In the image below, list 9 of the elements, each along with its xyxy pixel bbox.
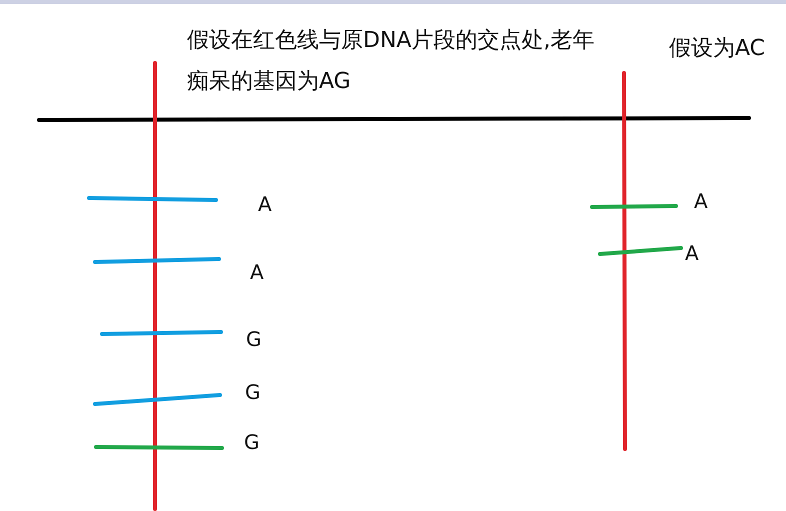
note-text: 假设在红色线与原DNA片段的交点处,老年痴呆的基因为AG <box>187 27 596 96</box>
letter-label: G <box>245 382 260 402</box>
letter-label: G <box>246 329 262 349</box>
note-text: 假设为AC <box>669 38 766 60</box>
letter-label: A <box>685 243 699 263</box>
letter-label: A <box>258 194 272 214</box>
letter-label: A <box>250 262 264 282</box>
letter-label: G <box>244 432 260 452</box>
letter-label: A <box>694 191 708 211</box>
